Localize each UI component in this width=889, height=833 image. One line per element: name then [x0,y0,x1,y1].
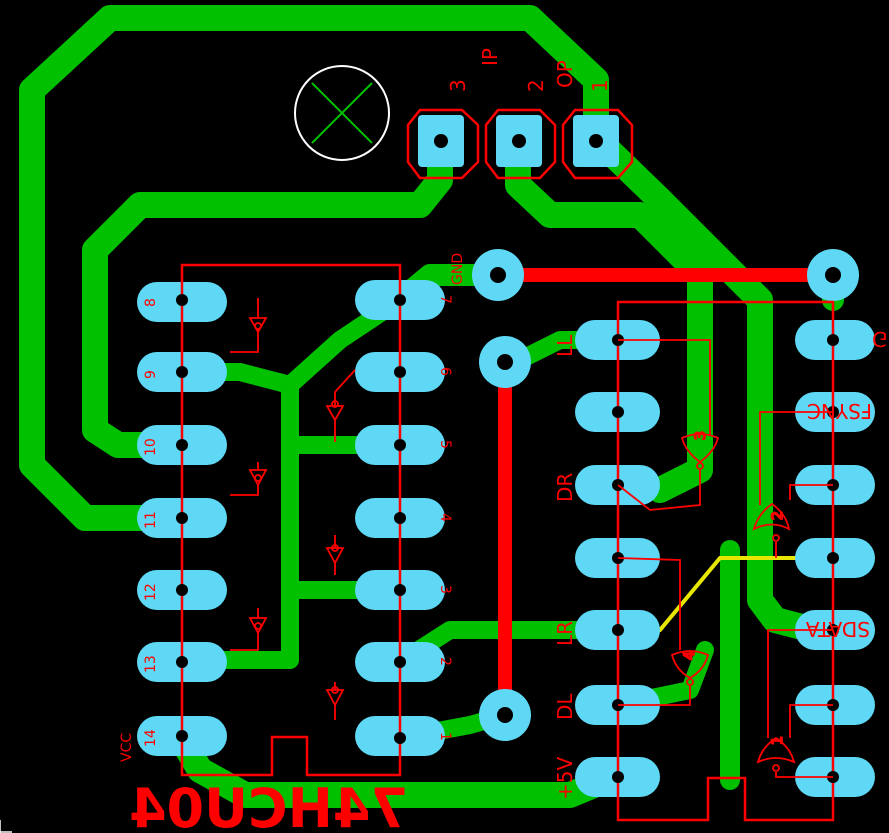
fsync-label: FSYNC [807,399,872,423]
dr-label: DR [553,473,577,502]
ic-74hcu04: 8 9 10 11 12 13 14 7 6 5 4 3 2 1 VCC GND… [119,253,466,833]
ic-part-number: 74HCU04 [129,777,408,833]
lr-label: LR [553,621,577,646]
header-connector: 3 2 1 IP OP [406,48,634,180]
gate-number-3: 3 [693,431,709,440]
header-ip-label: IP [478,48,502,66]
header-op-label: OP [553,60,577,88]
gate-number-4: 4 [682,651,698,660]
ic-left-pin-8: 8 [143,298,159,307]
ic-right-pin-1: 1 [437,732,453,741]
ic-right-pin-2: 2 [437,657,453,666]
ic-right-pin-3: 3 [437,585,453,594]
vcc-label: VCC [119,733,135,762]
gnd-label: GND [450,253,466,285]
jumper-wires [491,268,840,707]
dl-label: DL [553,693,577,720]
header-pin-label-1: 1 [588,79,612,92]
gate-number-2: 2 [770,511,786,520]
sdata-label: SDATA [805,617,870,641]
ic-right-pin-4: 4 [437,513,453,522]
header-pin-label-3: 3 [446,79,470,92]
gate-number-1: 1 [770,736,786,745]
via-pads [472,249,859,741]
ic-left-pin-9: 9 [143,370,159,379]
crosshair-circle-icon [294,65,390,161]
ic-left-pin-10: 10 [143,438,159,456]
ic-left-pin-14: 14 [143,729,159,747]
ic-right: LL DR LR DL +5V GND FSYNC SDATA 3 2 4 1 [553,300,889,822]
inverter-gate-icon [230,298,356,720]
ll-label: LL [553,334,577,357]
ic-left-pin-12: 12 [143,583,159,601]
ic-right-pin-5: 5 [437,440,453,449]
ic-left-pin-13: 13 [143,655,159,673]
ic-right-pin-7: 7 [437,295,453,304]
ic-left-pin-11: 11 [143,511,159,529]
plus5v-label: +5V [553,757,577,800]
gnd-right-label: GND [872,327,889,351]
ic-right-pin-6: 6 [437,367,453,376]
header-pin-label-2: 2 [524,79,548,92]
nor-gate-icon: 3 2 4 1 [617,339,833,778]
